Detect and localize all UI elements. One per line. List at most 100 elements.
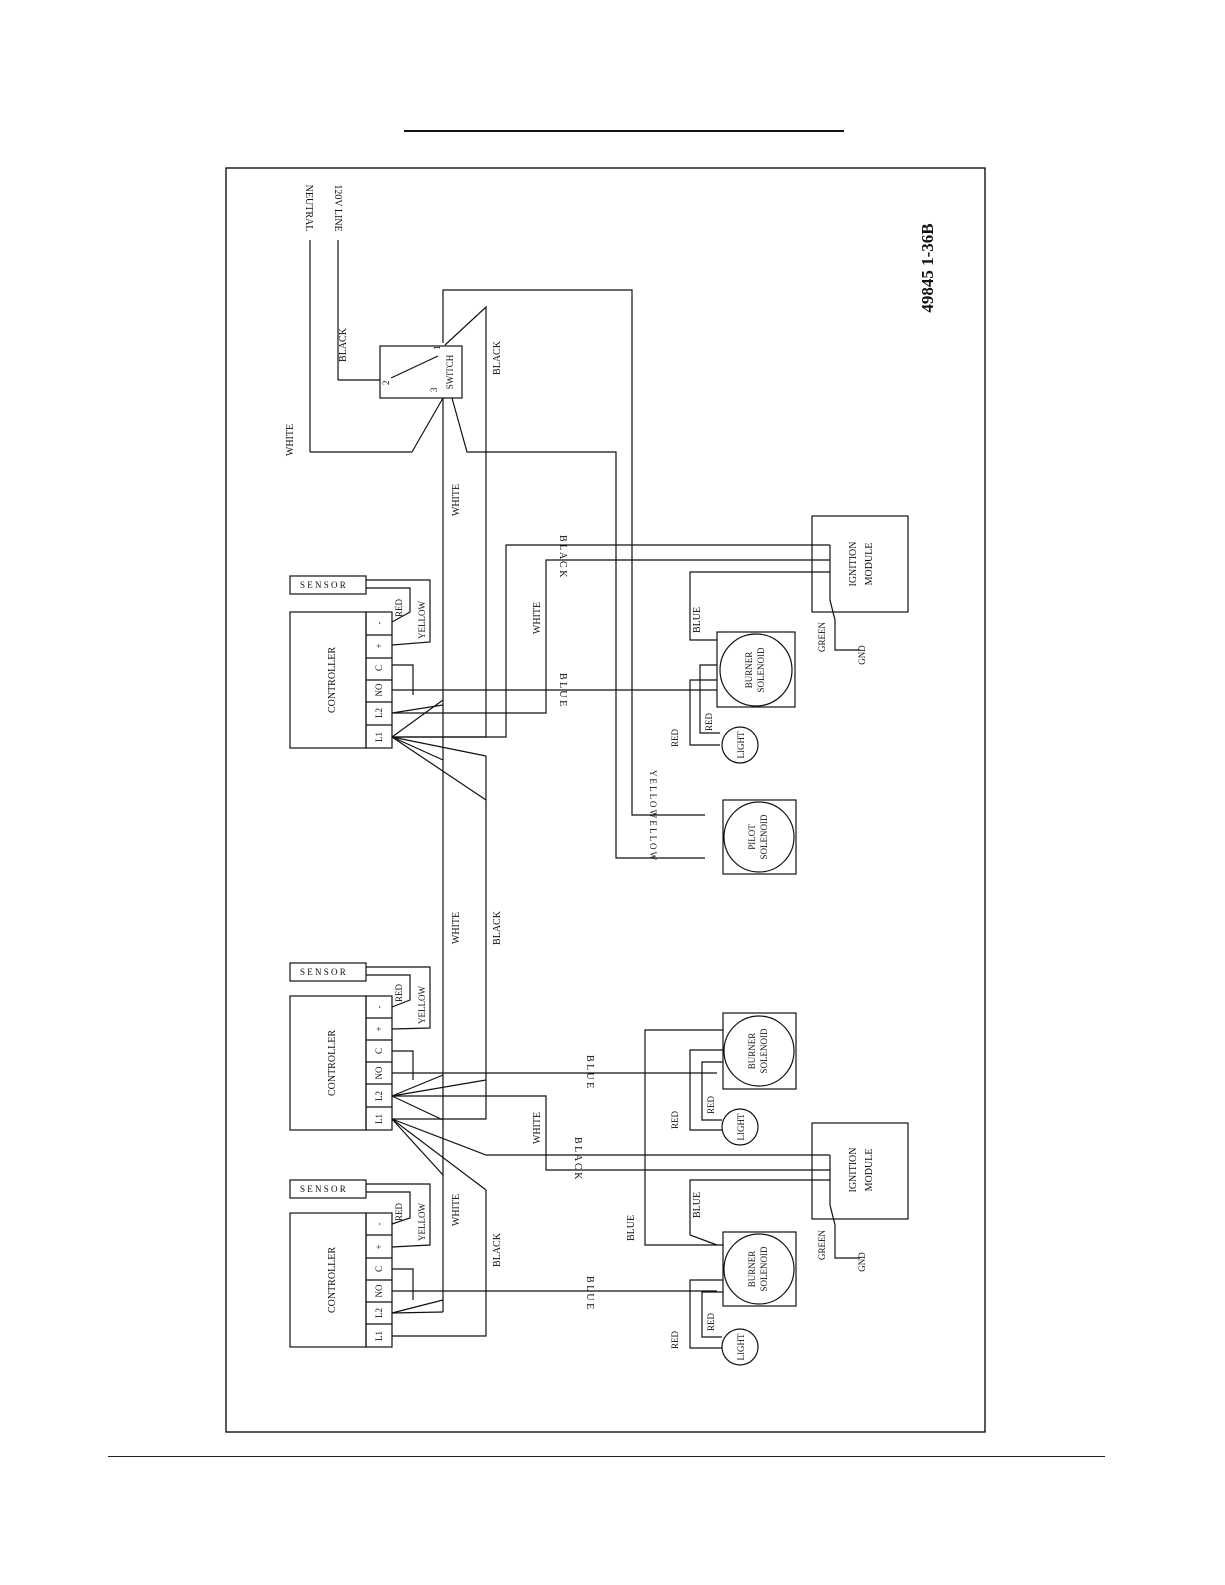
terminal-minus: - [374,622,384,625]
wire-label-red: RED [704,712,714,731]
terminal-l1: L1 [374,732,384,742]
terminal-c: C [374,1266,384,1272]
module-label: MODULE [864,543,875,586]
wire-label-yellow: Y E L L O W [648,812,658,861]
footer-rule [108,1456,1105,1457]
module-label: MODULE [864,1149,875,1192]
wire-label-yellow: YELLOW [417,986,427,1024]
wire-label-blue: BLUE [626,1215,637,1241]
burner-label: BURNER [747,1033,757,1070]
wire-label-white: WHITE [451,1194,462,1226]
sensor-label: S E N S O R [300,1184,346,1194]
diagram-frame [225,167,986,1433]
terminal-l1: L1 [374,1114,384,1124]
terminal-plus: + [374,1026,384,1031]
burner-label: BURNER [744,652,754,689]
solenoid-label: SOLENOID [756,647,766,692]
wire-label-white: WHITE [532,602,543,634]
switch-terminal-1: 1 [432,346,442,351]
terminal-no: NO [374,1284,384,1297]
wire-label-blue: B L U E [584,1276,595,1309]
wire-label-black: BLACK [492,340,503,375]
drawing-number: 49845 1-36B [918,223,937,312]
neutral-label: NEUTRAL [303,185,314,232]
wire-label-green: GREEN [817,1230,827,1260]
wire-label-white: WHITE [285,424,296,456]
solenoid-label: SOLENOID [759,1246,769,1291]
ignition-label: IGNITION [848,542,859,587]
sensor-label: S E N S O R [300,580,346,590]
terminal-plus: + [374,643,384,648]
wire-label-red: RED [670,1110,680,1129]
upper-controller-wiring: B L A C K WHITE B L U E [391,535,830,801]
switch-terminal-2: 2 [381,381,391,386]
gnd-label: GND [857,1252,867,1272]
terminal-minus: - [374,1006,384,1009]
terminal-c: C [374,1048,384,1054]
terminal-l2: L2 [374,1308,384,1318]
solenoid-label: SOLENOID [759,1028,769,1073]
sensor-lower: S E N S O R RED YELLOW [289,1179,431,1248]
wire-label-yellow: YELLOW [417,601,427,639]
wire-label-red: RED [706,1312,716,1331]
controller-label: CONTROLLER [327,647,338,713]
wire-label-white: WHITE [451,484,462,516]
wire-label-red: RED [706,1095,716,1114]
wire-label-red: RED [394,983,404,1002]
controller-upper: CONTROLLER L1 L2 NO C + - [289,611,393,749]
wire-label-blue: BLUE [692,1192,703,1218]
wire-label-red: RED [670,728,680,747]
wire-label-red: RED [394,598,404,617]
wire-label-black: B L A C K [557,535,568,578]
terminal-l2: L2 [374,708,384,718]
ignition-module-lower: IGNITION MODULE GREEN GND BLUE BLUE [626,1122,909,1272]
sensor-middle: S E N S O R RED YELLOW [289,962,431,1030]
controller-label: CONTROLLER [327,1247,338,1313]
wire-label-green: GREEN [817,622,827,652]
line-label: 120V LINE [332,184,343,231]
ignition-module-upper: IGNITION MODULE GREEN GND BLUE [689,515,909,665]
switch-terminal-3: 3 [429,387,439,392]
switch-label: SWITCH [445,354,455,389]
lower-controller-wiring: WHITE BLACK B L U E [391,1190,717,1337]
wire-label-black: BLACK [492,910,503,945]
sensor-upper: S E N S O R RED YELLOW [289,575,431,646]
wire-label-white: WHITE [451,912,462,944]
controller-middle: CONTROLLER L1 L2 NO C + - [289,995,393,1131]
terminal-l2: L2 [374,1091,384,1101]
light-label: LIGHT [736,731,746,758]
wire-label-red: RED [394,1202,404,1221]
terminal-no: NO [374,1066,384,1079]
wire-label-black: BLACK [492,1232,503,1267]
wire-label-black: B L A C K [572,1137,583,1180]
solenoid-label: SOLENOID [759,814,769,859]
wire-label-yellow: Y E L L O W [648,770,658,819]
wire-label-red: RED [670,1330,680,1349]
wire-label-black: BLACK [338,327,349,362]
pilot-label: PILOT [747,824,757,850]
controller-lower: CONTROLLER L1 L2 NO C + - [289,1212,393,1348]
sensor-label: S E N S O R [300,967,346,977]
light-label: LIGHT [736,1333,746,1360]
burner-label: BURNER [747,1251,757,1288]
ignition-label: IGNITION [848,1148,859,1193]
terminal-c: C [374,665,384,671]
supply-leads: NEUTRAL 120V LINE WHITE BLACK [285,184,412,456]
terminal-l1: L1 [374,1331,384,1341]
terminal-plus: + [374,1244,384,1249]
wire-label-blue: B L U E [584,1055,595,1088]
title-rule [404,130,844,132]
pilot-solenoid: PILOT SOLENOID Y E L L O W Y E L L O W [648,770,797,875]
burner-solenoid-middle: BURNER SOLENOID LIGHT RED RED [644,1012,797,1246]
wire-label-yellow: YELLOW [417,1203,427,1241]
burner-solenoid-upper: BURNER SOLENOID LIGHT RED RED [670,631,796,764]
terminal-minus: - [374,1223,384,1226]
wire-label-blue: B L U E [557,673,568,706]
wire-label-white: WHITE [532,1112,543,1144]
wire-label-blue: BLUE [692,607,703,633]
light-label: LIGHT [736,1113,746,1140]
controller-label: CONTROLLER [327,1030,338,1096]
gnd-label: GND [857,645,867,665]
middle-controller-wiring: WHITE BLACK WHITE B L A C K B L U E [391,756,830,1191]
